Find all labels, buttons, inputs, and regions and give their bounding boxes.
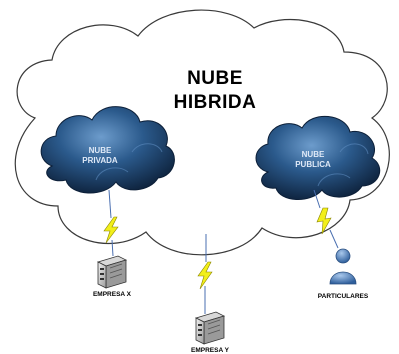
- server-icon: [96, 255, 128, 289]
- public-cloud-icon: [255, 115, 381, 200]
- user-icon: [329, 248, 357, 285]
- diagram-title-line2: HIBRIDA: [174, 92, 257, 113]
- lightning-bolt-icon: [316, 207, 332, 235]
- private-cloud-label-line1: NUBE: [89, 146, 112, 155]
- public-cloud-label-line1: NUBE: [302, 150, 325, 159]
- diagram-title-line1: NUBE: [187, 68, 243, 89]
- public-cloud-label-line2: PUBLICA: [295, 160, 331, 169]
- private-cloud-icon: [40, 106, 175, 194]
- link-particulares: [313, 189, 339, 249]
- server-icon: [194, 311, 226, 345]
- link-empresa-x: [103, 189, 119, 257]
- lightning-bolt-icon: [197, 261, 213, 290]
- node-label-empresa-x: EMPRESA X: [93, 291, 132, 298]
- node-label-particulares: PARTICULARES: [318, 293, 369, 300]
- private-cloud-label-line2: PRIVADA: [82, 156, 118, 165]
- node-label-empresa-y: EMPRESA Y: [191, 347, 230, 354]
- link-empresa-y: [197, 234, 213, 314]
- lightning-bolt-icon: [103, 216, 119, 244]
